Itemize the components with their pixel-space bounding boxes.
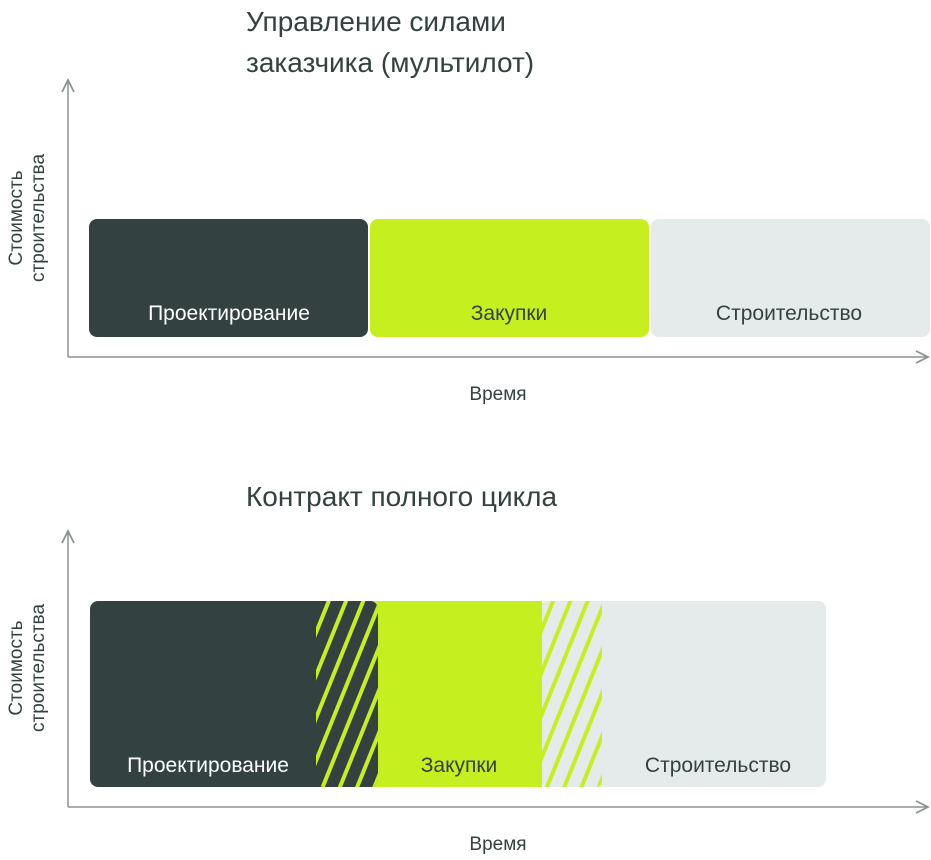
bottom-phase-design <box>90 601 378 787</box>
top-xlabel: Время <box>469 384 526 405</box>
bottom-label-procurement: Закупки <box>421 754 498 777</box>
top-phase-procurement <box>370 219 649 337</box>
bottom-title: Контракт полного цикла <box>246 481 558 512</box>
top-ylabel-line1: Стоимость <box>6 170 27 265</box>
bottom-label-construction: Строительство <box>645 754 791 777</box>
top-title-line2: заказчика (мультилот) <box>246 47 534 78</box>
top-title-line1: Управление силами <box>246 6 506 37</box>
bottom-ylabel-line2: строительства <box>28 604 49 732</box>
top-phase-construction <box>651 219 930 337</box>
bottom-overlap-procurement-construction <box>540 601 602 787</box>
bottom-label-design: Проектирование <box>127 754 289 777</box>
top-label-design: Проектирование <box>148 302 310 325</box>
bottom-phase-construction <box>540 601 826 787</box>
bottom-overlap-design-procurement <box>316 601 378 787</box>
top-label-procurement: Закупки <box>471 302 548 325</box>
top-phase-design <box>89 219 368 337</box>
bottom-phase-procurement <box>370 601 542 787</box>
top-ylabel-line2: строительства <box>28 154 49 282</box>
bottom-xlabel: Время <box>469 834 526 855</box>
bottom-ylabel-line1: Стоимость <box>6 620 27 715</box>
top-label-construction: Строительство <box>716 302 862 325</box>
